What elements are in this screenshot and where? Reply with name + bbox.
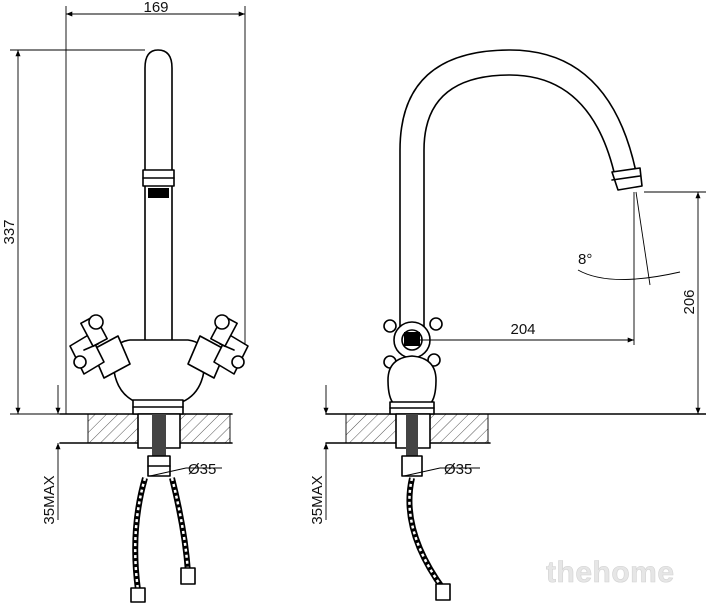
mount-thickness-dimension: 35MAX (41, 475, 58, 524)
side-dimensions: 206 204 8° 35MAX Ø35 (309, 191, 706, 525)
height-dimension: 337 (1, 219, 18, 244)
body-side (387, 355, 437, 415)
watermark: thehome (546, 556, 675, 589)
reach-dimension: 204 (510, 321, 535, 338)
body-front (112, 339, 206, 415)
hose-side (406, 477, 451, 601)
spout-front (142, 49, 175, 343)
mount-thickness-dimension-side: 35MAX (309, 475, 326, 524)
hole-diameter-dimension-side: Ø35 (444, 461, 472, 478)
spray-angle-dimension: 8° (578, 251, 592, 268)
threaded-stud-side (395, 413, 431, 477)
hoses-front (130, 477, 196, 603)
spout-height-dimension: 206 (681, 289, 698, 314)
hole-diameter-dimension: Ø35 (188, 461, 216, 478)
front-view: 169 337 35MAX Ø35 (1, 0, 249, 603)
width-dimension: 169 (143, 0, 168, 16)
countertop-side (325, 413, 706, 444)
side-view: 206 204 8° 35MAX Ø35 (309, 49, 706, 601)
spout-side (399, 49, 643, 331)
front-dimensions: 169 337 35MAX Ø35 (1, 0, 246, 525)
threaded-stud-front (137, 413, 181, 477)
left-handle (69, 314, 131, 379)
right-handle (187, 314, 249, 379)
